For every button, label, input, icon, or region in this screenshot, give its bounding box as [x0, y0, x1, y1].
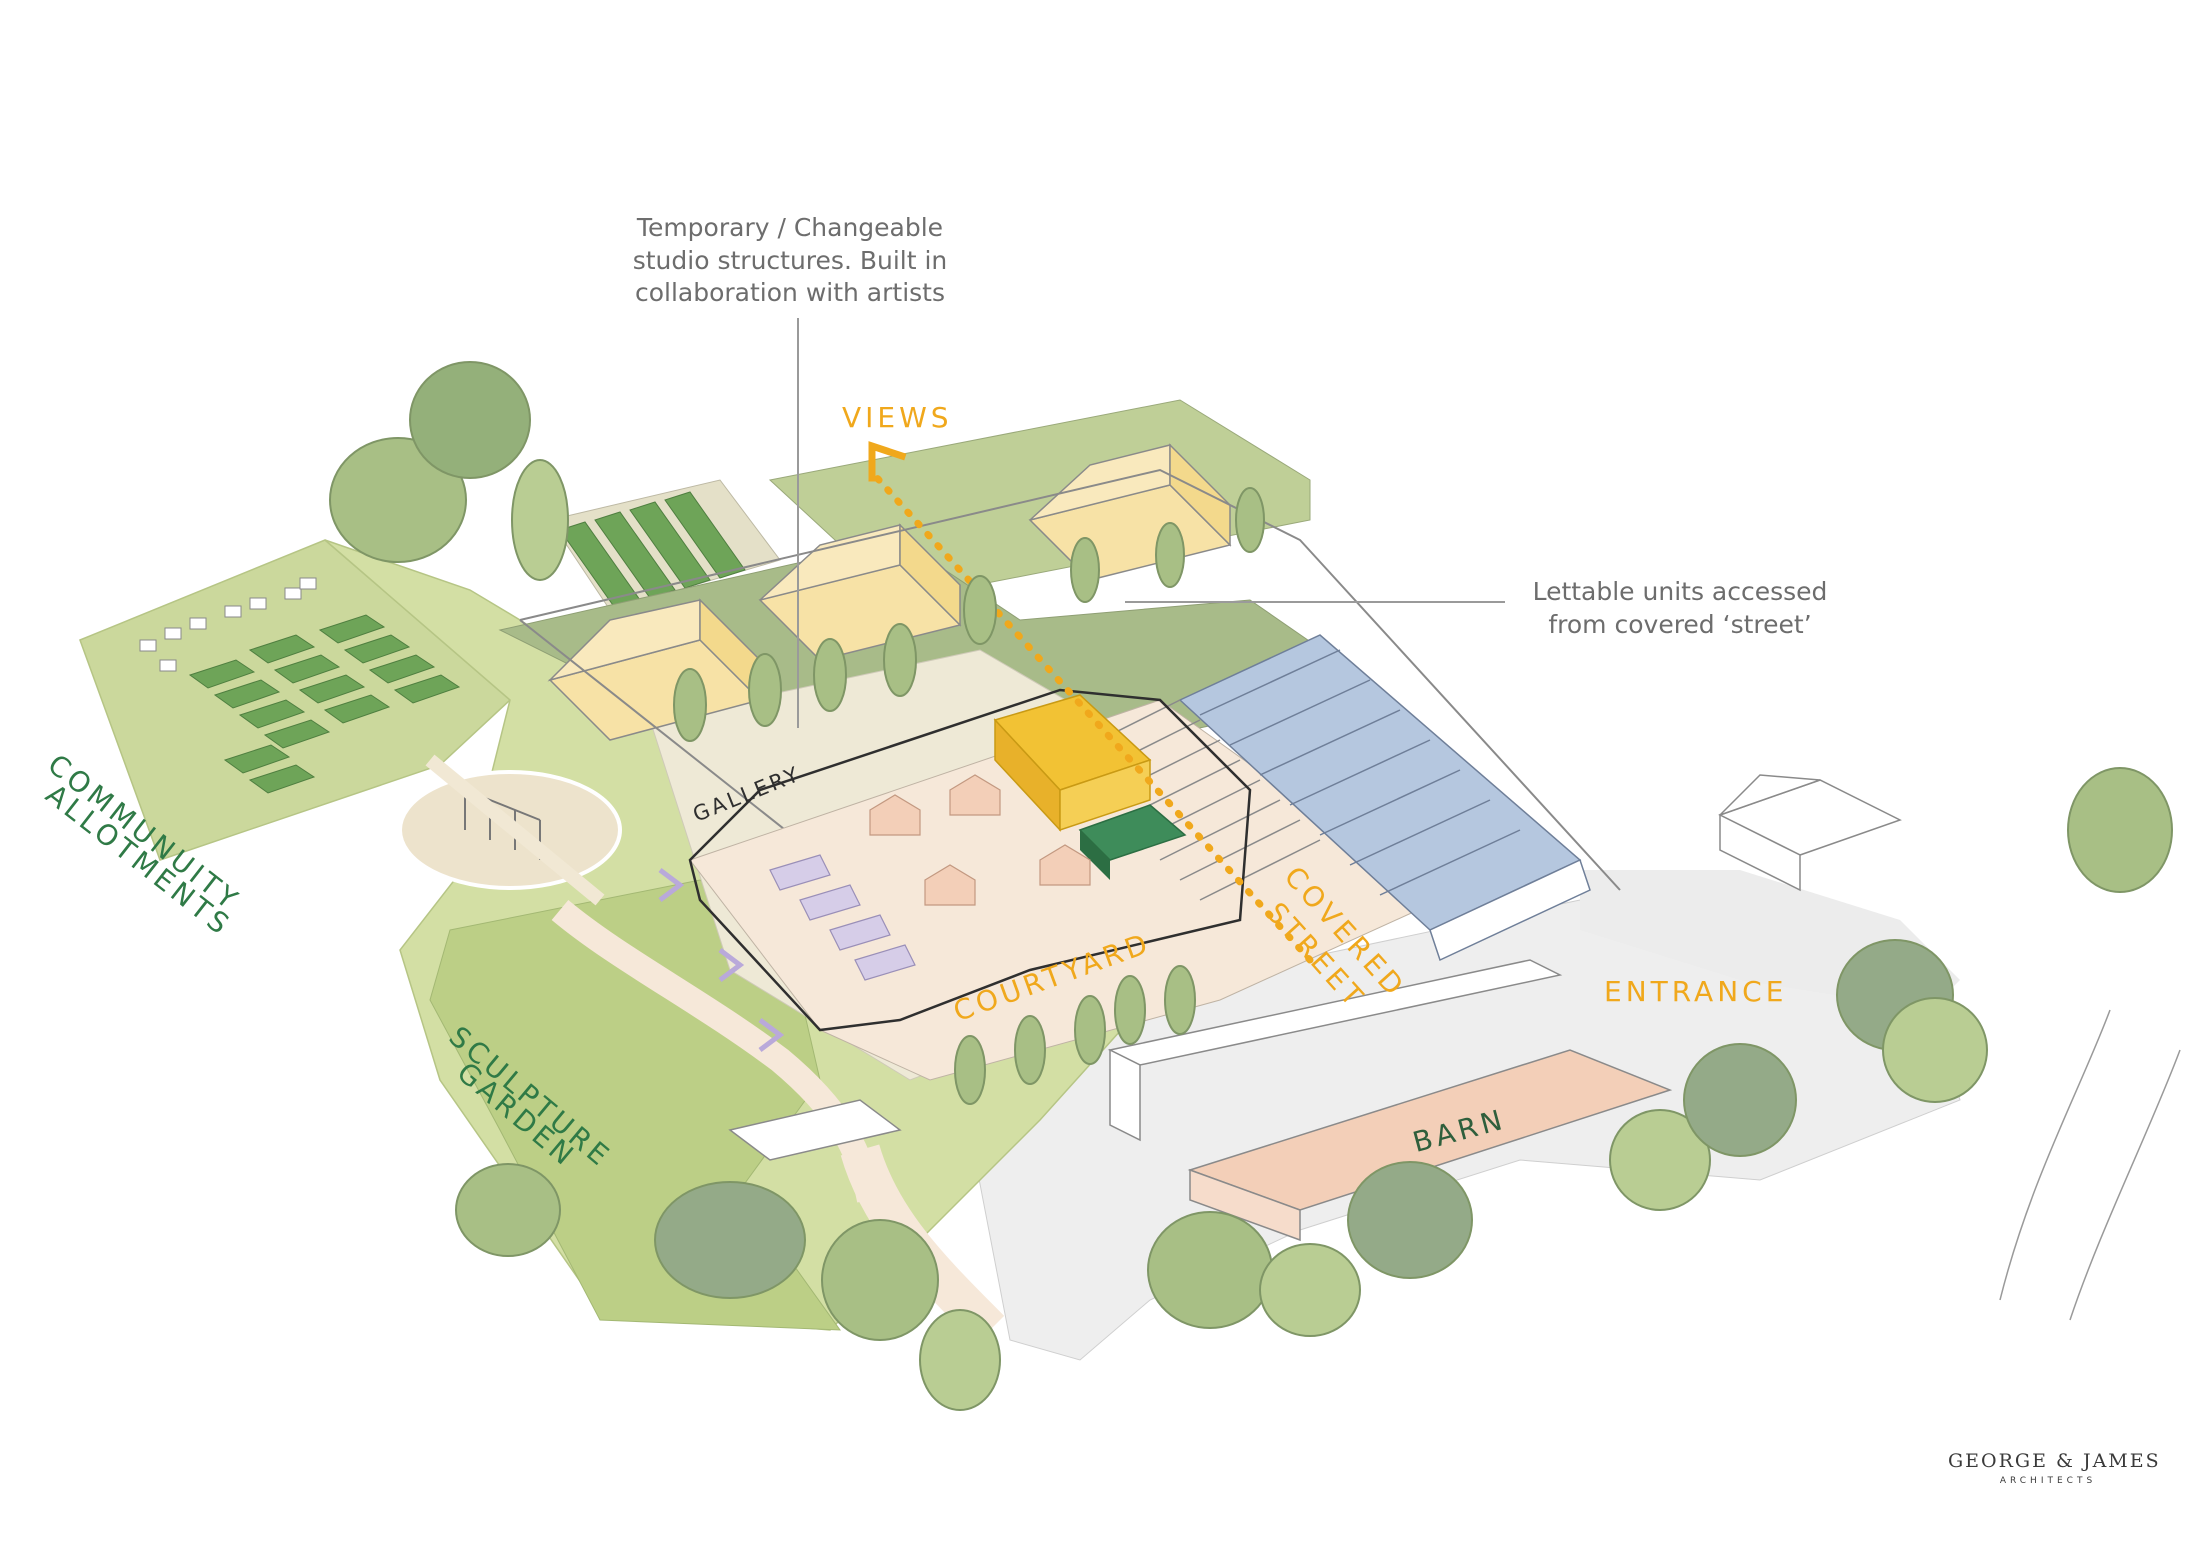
studio-annotation-line-3: collaboration with artists — [634, 278, 946, 307]
lettable-units-wall — [1429, 858, 1591, 962]
views-label: VIEWS — [842, 401, 953, 434]
studio-annotation-line-2: studio structures. Built in — [632, 245, 948, 275]
allotment-sheds — [139, 577, 317, 672]
river-line-2 — [2069, 1049, 2181, 1321]
house-1 — [547, 598, 762, 741]
entrance-label: ENTRANCE — [1604, 975, 1788, 1008]
neighbour-house — [1718, 774, 1902, 892]
vegetable-rows — [559, 491, 746, 609]
units-annotation-line-1: Lettable units accessed — [1532, 577, 1828, 606]
views-dotted-line — [866, 466, 1314, 964]
roof-ridges — [1199, 649, 1521, 896]
units-annotation: Lettable units accessed from covered ‘st… — [1515, 576, 1845, 641]
trees — [329, 361, 2173, 1411]
architect-logo: GEORGE & JAMES ARCHITECTS — [1948, 1452, 2159, 1486]
south-steps — [728, 1099, 902, 1161]
lilac-arrows — [658, 868, 785, 1052]
allotment-field — [79, 539, 512, 861]
barn — [1107, 959, 1673, 1242]
studio-yellow — [993, 694, 1152, 832]
studio-green — [1078, 804, 1187, 880]
units-leader-line — [1125, 601, 1505, 603]
architect-name: GEORGE & JAMES — [1948, 1450, 2161, 1472]
gallery-outline — [688, 688, 1252, 1032]
studio-leader-line — [797, 318, 799, 728]
units-annotation-line-2: from covered ‘street’ — [1548, 609, 1812, 639]
allotment-beds — [188, 614, 461, 794]
studio-annotation-line-1: Temporary / Changeable — [636, 213, 944, 242]
views-arrow-icon — [868, 441, 907, 482]
sculpture-path — [551, 900, 883, 1203]
studio-lilac-pods — [769, 854, 916, 981]
architect-sub: ARCHITECTS — [1999, 1476, 2097, 1486]
pergola-walk — [425, 754, 605, 906]
river-line — [1999, 1009, 2111, 1301]
studio-annotation: Temporary / Changeable studio structures… — [620, 212, 960, 310]
studio-huts — [869, 774, 1091, 906]
